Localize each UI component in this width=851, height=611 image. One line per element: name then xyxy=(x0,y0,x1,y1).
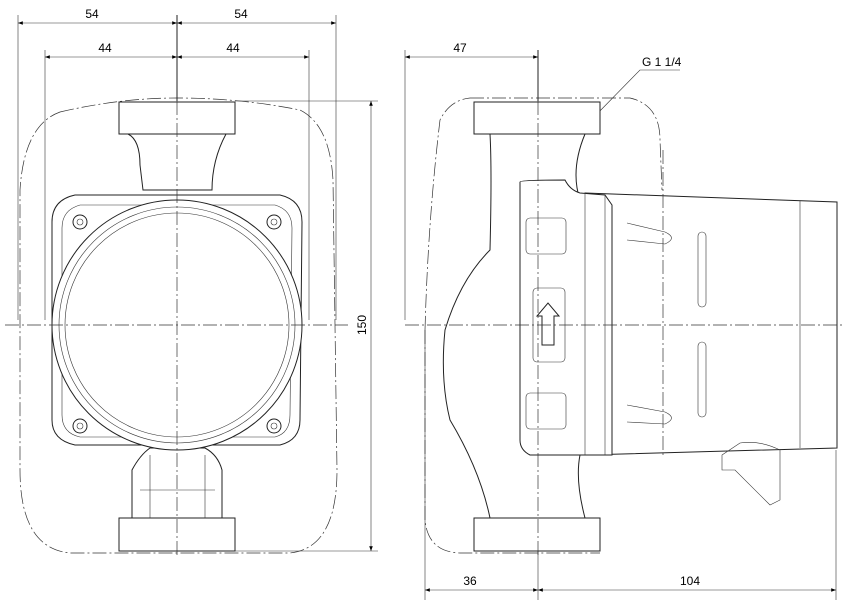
dim-36: 36 xyxy=(463,574,477,588)
dim-104: 104 xyxy=(680,574,700,588)
side-bottom-flange xyxy=(473,517,601,552)
dim-54-left: 54 xyxy=(85,7,99,21)
bolt-icons xyxy=(72,214,282,434)
thread-leader xyxy=(594,69,680,117)
side-motor xyxy=(584,192,838,456)
front-view xyxy=(5,15,378,555)
dim-150: 150 xyxy=(355,315,369,335)
thread-label: G 1 1/4 xyxy=(642,55,682,69)
side-top-flange xyxy=(473,101,601,135)
dim-47: 47 xyxy=(453,41,467,55)
side-view xyxy=(404,50,845,600)
flow-direction-arrow-icon xyxy=(535,302,561,346)
dim-54-right: 54 xyxy=(234,7,248,21)
dim-44-left: 44 xyxy=(98,41,112,55)
cable-connector xyxy=(721,442,781,506)
dim-44-right: 44 xyxy=(226,41,240,55)
side-envelope xyxy=(424,97,663,554)
